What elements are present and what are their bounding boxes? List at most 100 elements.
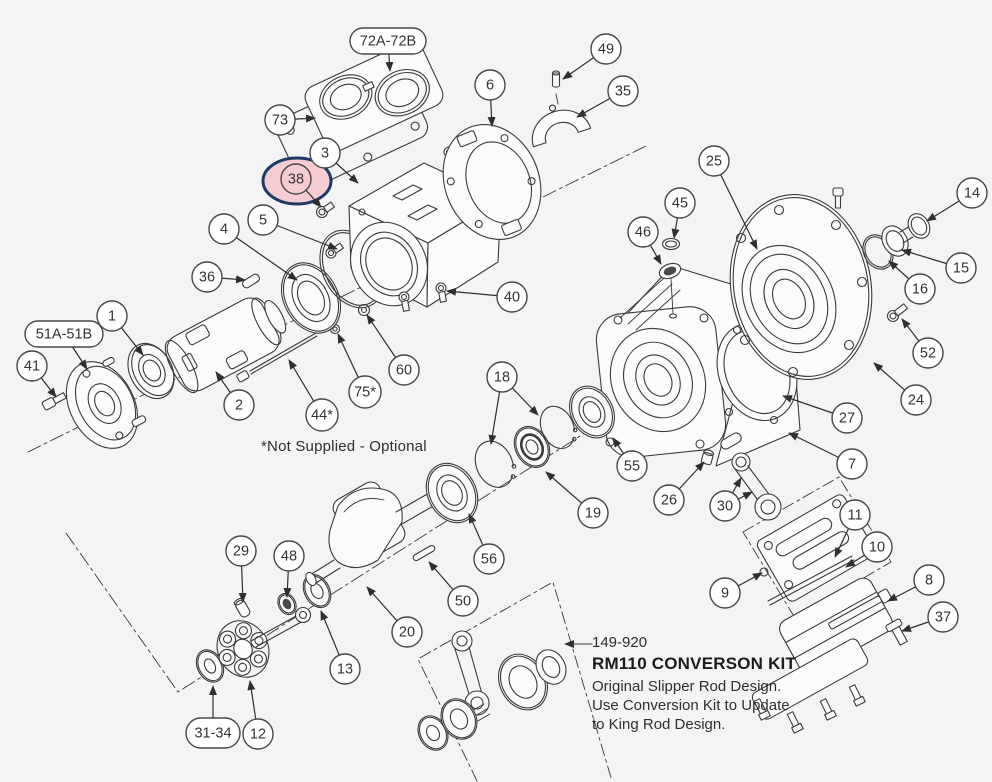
callout-10[interactable]: 10 [861,531,893,563]
callout-46[interactable]: 46 [627,216,659,248]
callout-label: 60 [396,363,412,379]
kit-description-line: Use Conversion Kit to Update [592,697,790,714]
callout-label: 40 [504,290,520,306]
callout-48[interactable]: 48 [273,540,305,572]
callout-9[interactable]: 9 [709,577,741,609]
callout-60[interactable]: 60 [388,354,420,386]
callout-35[interactable]: 35 [607,75,639,107]
leader-line [713,160,758,250]
callout-label: 37 [935,610,951,626]
callout-31-34[interactable]: 31-34 [185,717,241,749]
callout-29[interactable]: 29 [225,535,257,567]
callout-14[interactable]: 14 [956,177,988,209]
callout-20[interactable]: 20 [391,616,423,648]
callout-label: 12 [250,727,266,743]
callout-label: 55 [624,459,640,475]
callout-6[interactable]: 6 [474,69,506,101]
callout-label: 18 [494,370,510,386]
callout-55[interactable]: 55 [616,450,648,482]
callout-label: 4 [220,222,228,238]
callout-label: 20 [399,625,415,641]
callout-label: 31-34 [194,726,231,742]
callout-label: 73 [272,113,288,129]
callout-label: 11 [847,508,862,524]
callout-25[interactable]: 25 [698,145,730,177]
callout-label: 41 [24,359,40,375]
callout-label: 19 [585,506,601,522]
callout-38[interactable]: 38 [280,163,312,195]
callout-73[interactable]: 73 [264,104,296,136]
callout-30[interactable]: 30 [709,490,741,522]
callout-45[interactable]: 45 [664,187,696,219]
callout-41[interactable]: 41 [16,350,48,382]
callout-label: 50 [455,594,471,610]
callout-label: 7 [848,457,856,473]
callout-3[interactable]: 3 [309,137,341,169]
callout-label: 16 [912,282,928,298]
callout-44*[interactable]: 44* [305,398,339,432]
callout-label: 9 [721,586,729,602]
callout-2[interactable]: 2 [223,389,255,421]
kit-part-number: 149-920 [592,634,648,651]
callout-label: 2 [235,398,243,414]
callout-label: 26 [661,493,677,509]
callout-52[interactable]: 52 [912,337,944,369]
callout-label: 13 [337,662,353,678]
callout-18[interactable]: 18 [486,361,518,393]
callout-11[interactable]: 11 [839,499,871,531]
callout-12[interactable]: 12 [242,718,274,750]
callout-label: 29 [233,544,249,560]
callout-label: 56 [481,552,497,568]
callout-37[interactable]: 37 [927,601,959,633]
callout-label: 27 [839,411,855,427]
callout-label: 35 [615,84,631,100]
callout-label: 24 [908,393,924,409]
callout-label: 36 [199,270,215,286]
callout-13[interactable]: 13 [329,653,361,685]
callout-label: 15 [953,261,969,277]
callout-27[interactable]: 27 [831,402,863,434]
callout-label: 38 [288,172,304,188]
callout-label: 45 [672,196,688,212]
callout-label: 6 [486,78,494,94]
callout-label: 51A-51B [36,327,92,343]
kit-description-line: to King Rod Design. [592,716,726,733]
callout-label: 1 [108,309,116,325]
callout-24[interactable]: 24 [900,384,932,416]
callout-36[interactable]: 36 [191,261,223,293]
callout-label: 10 [869,540,885,556]
callout-label: 8 [925,573,933,589]
callout-50[interactable]: 50 [447,585,479,617]
callout-7[interactable]: 7 [836,448,868,480]
callout-label: 46 [635,225,651,241]
callout-label: 49 [598,42,614,58]
callout-49[interactable]: 49 [590,33,622,65]
callout-1[interactable]: 1 [96,300,128,332]
callout-label: 52 [920,346,936,362]
callout-72A-72B[interactable]: 72A-72B [349,27,427,55]
kit-title: RM110 CONVERSON KIT [592,654,797,673]
conversion-kit-note: 149-920 RM110 CONVERSON KIT Original Sli… [592,633,822,734]
callout-16[interactable]: 16 [904,273,936,305]
callout-label: 30 [717,499,733,515]
callout-label: 25 [706,154,722,170]
callout-label: 5 [259,213,267,229]
callout-19[interactable]: 19 [577,497,609,529]
callout-40[interactable]: 40 [496,281,528,313]
callout-56[interactable]: 56 [473,543,505,575]
callout-26[interactable]: 26 [653,484,685,516]
callout-8[interactable]: 8 [913,564,945,596]
callout-label: 3 [321,146,329,162]
not-supplied-note: *Not Supplied - Optional [261,438,427,455]
callout-15[interactable]: 15 [945,252,977,284]
callout-51A-51B[interactable]: 51A-51B [24,320,104,348]
callout-4[interactable]: 4 [208,213,240,245]
callout-label: 72A-72B [360,34,416,50]
callout-5[interactable]: 5 [247,204,279,236]
kit-description-line: Original Slipper Rod Design. [592,678,782,695]
callout-75*[interactable]: 75* [348,375,382,409]
callout-label: 14 [964,186,980,202]
